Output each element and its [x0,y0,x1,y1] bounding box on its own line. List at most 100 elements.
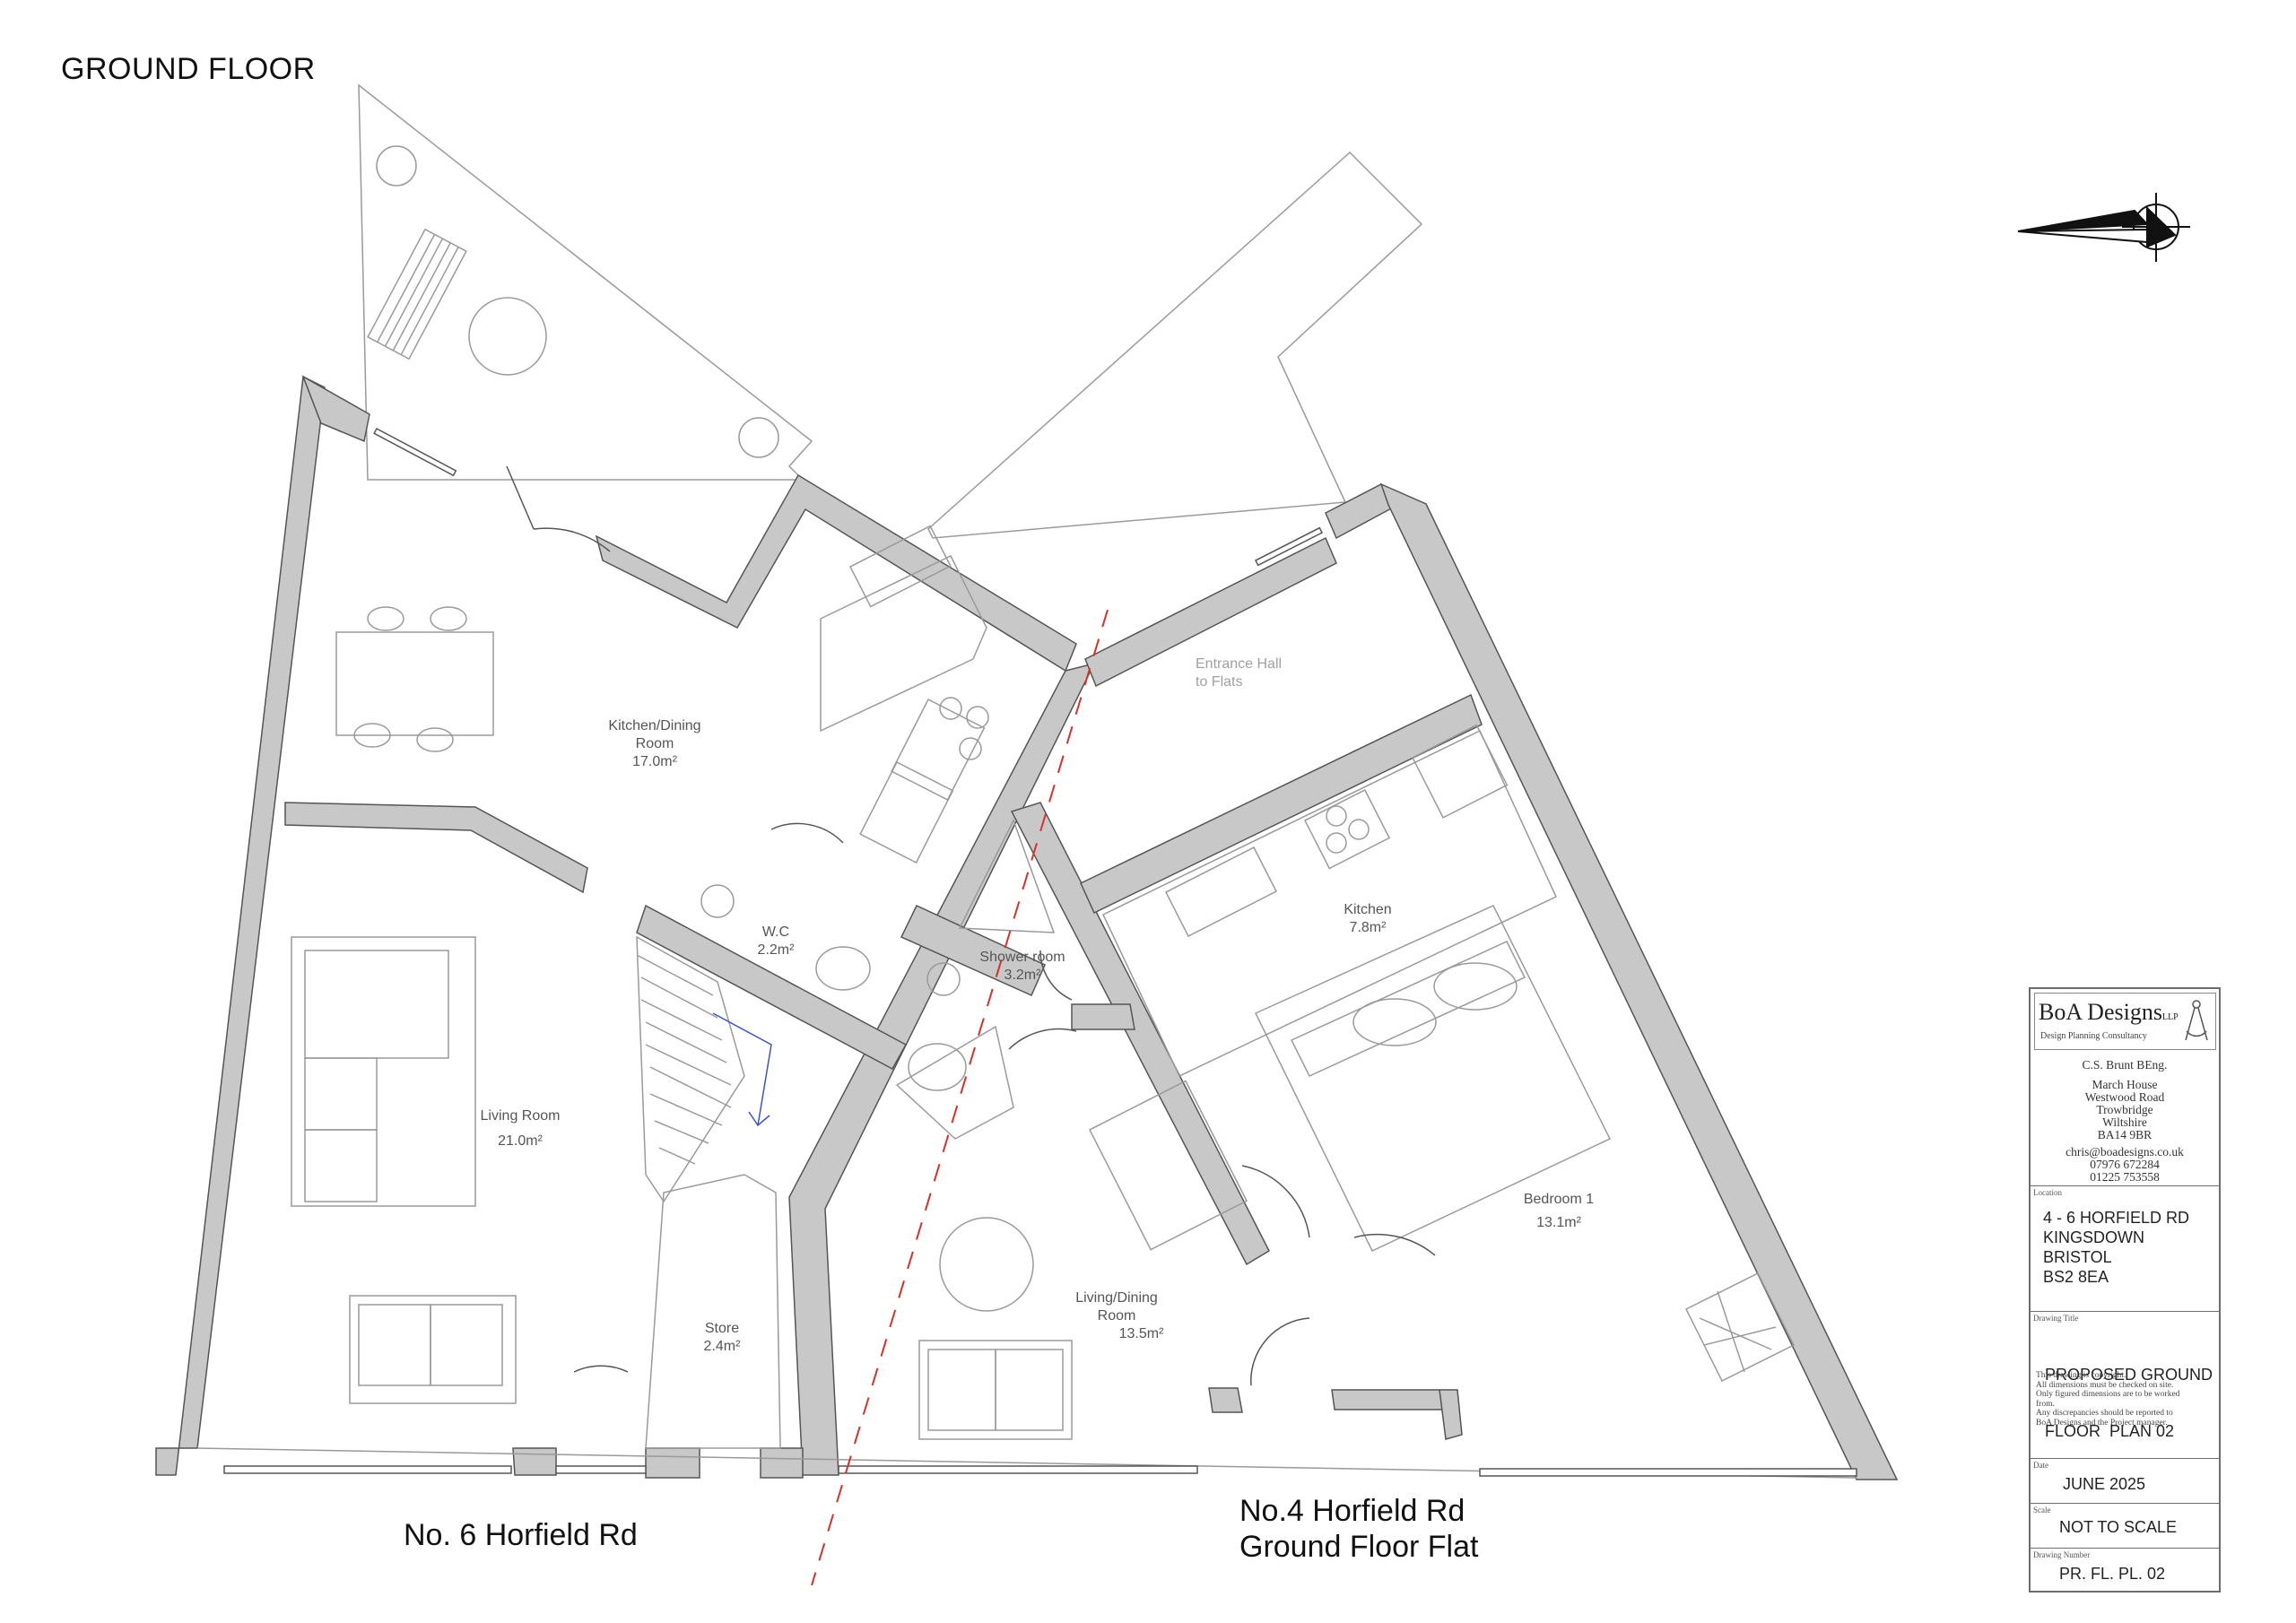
drawing-title-line: FLOOR PLAN 02 [2045,1422,2175,1440]
sofa [291,936,476,1207]
window [1254,526,1324,567]
garden-bench [367,228,467,360]
wall [1439,1389,1463,1440]
location-line: BRISTOL [2043,1248,2112,1266]
property-label-line: Ground Floor Flat [1239,1530,1479,1564]
north-arrow-icon [2017,193,2190,262]
drawing-title-line: PROPOSED GROUND [2045,1366,2213,1384]
sofa [349,1295,517,1404]
shower-room-outline [895,1025,1014,1140]
room-name: Kitchen/Dining Room [608,718,701,751]
wardrobe [1684,1271,1796,1383]
sink-icon [1164,846,1277,938]
drawing-number-section: Drawing Number PR. FL. PL. 02 [2031,1548,2219,1593]
fridge-icon [1411,724,1509,819]
kitchen-worktop [820,555,987,733]
garden-planter [376,145,417,187]
room-label-kitchen-dining: Kitchen/Dining Room 17.0m² [574,717,735,771]
room-label-entrance-hall: Entrance Hall to Flats [1196,655,1282,691]
address-line: Trowbridge [2096,1103,2153,1116]
wall [301,375,370,443]
section-caption: Scale [2033,1506,2051,1515]
double-bed [1254,905,1612,1252]
location-line: 4 - 6 HORFIELD RD [2043,1209,2190,1227]
armchair [1088,1080,1248,1251]
room-label-wc: W.C 2.2m² [740,924,812,959]
wall [155,375,326,1476]
door-swing [1008,1028,1077,1050]
room-label-shower-room: Shower room 3.2m² [964,949,1081,985]
rear-yard-outline [927,151,1423,539]
room-name: Shower room [979,950,1065,965]
wall [595,473,1077,673]
room-area: 13.1m² [1536,1215,1581,1230]
toilet-icon [908,1043,967,1091]
designer-name: C.S. Brunt BEng. [2082,1058,2168,1072]
room-area: 13.5m² [1118,1326,1164,1341]
room-area: 21.0m² [498,1133,543,1149]
room-name: Entrance Hall [1196,656,1283,672]
hob-icon [1303,788,1391,870]
sofa [918,1340,1073,1440]
copyright-note: All dimensions must be checked on site. [2036,1380,2174,1390]
copyright-note: Any discrepancies should be reported to [2036,1409,2173,1418]
dining-table [939,1217,1034,1312]
window [223,1465,512,1474]
door-swing [1250,1317,1310,1386]
room-area: 2.2m² [757,942,795,958]
wall [512,1447,557,1476]
basin-icon [700,884,735,918]
property-label-no6: No. 6 Horfield Rd [404,1518,638,1552]
window [1479,1468,1857,1477]
wall [636,904,908,1071]
section-caption: Drawing Number [2033,1550,2091,1559]
wall [1084,536,1337,688]
door-swing [1039,950,1073,1001]
company-contact: chris@boadesigns.co.uk 07976 672284 0122… [2031,1146,2219,1184]
room-area: 7.8m² [1349,920,1387,935]
wall [1071,1003,1135,1030]
toilet-icon [815,946,871,991]
copyright-note: This drawing is copyright. [2036,1371,2126,1380]
room-label-living-dining: Living/Dining Room 13.5m² [1054,1289,1179,1343]
window [373,427,457,477]
room-area: 3.2m² [1004,968,1041,983]
phone: 07976 672284 [2090,1158,2160,1171]
location-line: KINGSDOWN [2043,1228,2145,1246]
address-line: Wiltshire [2102,1115,2147,1129]
wall [1331,1389,1445,1410]
room-name: Living Room [480,1108,561,1124]
company-address: March House Westwood Road Trowbridge Wil… [2031,1079,2219,1141]
shower-tray [958,819,1056,933]
address-line: March House [2092,1078,2158,1091]
property-label-no4: No.4 Horfield Rd Ground Floor Flat [1239,1493,1478,1565]
wall [760,1447,804,1479]
property-boundary-line [811,609,1109,1586]
window [555,1465,647,1474]
wall [900,905,1046,996]
window [838,1465,1198,1474]
title-block: BoA DesignsLLP Design Planning Consultan… [2029,987,2221,1593]
door-swing [770,822,844,844]
address-line: Westwood Road [2084,1090,2165,1104]
room-area: 17.0m² [632,754,677,769]
section-caption: Drawing Title [2033,1314,2079,1323]
room-label-living-room: Living Room 21.0m² [453,1107,587,1150]
room-name: Room [1097,1308,1136,1324]
copyright-note: BoA Designs and the Project manager. [2036,1418,2168,1428]
rear-garden-outline [358,83,813,481]
room-area: 2.4m² [703,1339,741,1354]
company-logo: BoA DesignsLLP Design Planning Consultan… [2034,993,2216,1050]
room-label-store: Store 2.4m² [686,1320,758,1356]
location-line: BS2 8EA [2043,1268,2109,1286]
wall [1379,482,1899,1480]
garden-table [468,297,547,376]
drawing-date: JUNE 2025 [2063,1475,2146,1493]
section-caption: Location [2033,1188,2062,1197]
copyright-note: Only figured dimensions are to be worked [2036,1390,2180,1399]
staircase [636,935,745,1203]
room-name: Store [704,1321,740,1336]
logo-name: BoA Designs [2039,999,2162,1025]
email: chris@boadesigns.co.uk [2066,1145,2184,1159]
